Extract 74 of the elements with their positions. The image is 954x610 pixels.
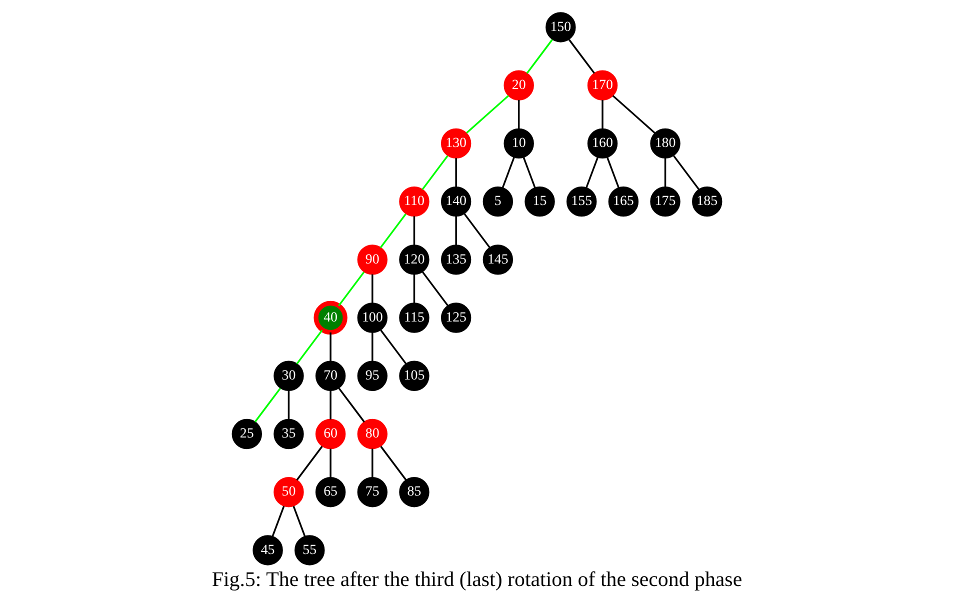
node-circle: 80	[357, 418, 388, 450]
node-circle: 140	[440, 186, 472, 217]
node-circle: 125	[440, 302, 472, 333]
node-circle: 20	[504, 70, 534, 100]
node-circle: 120	[399, 244, 430, 275]
connector	[422, 155, 448, 190]
connector	[292, 506, 306, 536]
connector	[330, 390, 332, 420]
connector	[502, 157, 515, 188]
connector	[296, 446, 323, 481]
node-circle: 185	[692, 186, 722, 217]
node-circle: 75	[357, 477, 388, 508]
node-circle: 100	[357, 302, 388, 333]
connector	[422, 272, 449, 306]
connector	[526, 39, 553, 74]
node-circle: 130	[440, 128, 472, 159]
connector	[380, 213, 406, 248]
caption: Fig.5: The tree after the third (last) rotation of the second phase	[212, 567, 742, 592]
connector	[568, 39, 596, 74]
node-circle: 145	[482, 244, 514, 275]
connector	[380, 330, 407, 364]
node-circle: 110	[399, 186, 430, 217]
node-circle: 70	[315, 360, 346, 391]
connector	[518, 100, 520, 129]
node-circle: 10	[504, 128, 534, 159]
connector	[288, 390, 290, 420]
connector	[466, 95, 510, 134]
connector	[330, 332, 332, 362]
node-circle: 165	[608, 186, 639, 217]
connector	[606, 157, 620, 188]
connector	[380, 446, 407, 481]
connector	[673, 155, 700, 190]
node-circle: 175	[650, 186, 680, 217]
node-circle: 25	[232, 418, 262, 450]
connector	[372, 274, 374, 304]
node-circle: 150	[546, 12, 576, 42]
node-circle: 180	[650, 128, 680, 159]
node-circle: 85	[399, 477, 430, 508]
node-circle: 45	[252, 535, 283, 566]
node-circle: 170	[587, 70, 618, 100]
connector	[330, 448, 332, 478]
connector	[254, 388, 281, 422]
connector	[413, 216, 416, 246]
node-circle: 50	[274, 477, 304, 508]
node-circle: 115	[399, 302, 430, 333]
connector	[272, 506, 285, 536]
connector	[372, 448, 374, 478]
connector	[455, 216, 457, 246]
node-circle: 60	[315, 418, 346, 450]
node-circle: 105	[399, 360, 430, 391]
connector	[586, 157, 598, 188]
node-circle: 65	[315, 477, 346, 508]
node-circle: 5	[482, 186, 514, 217]
node-circle: 15	[524, 186, 555, 217]
connector	[612, 95, 656, 134]
connector	[338, 272, 365, 306]
node-circle: 30	[274, 360, 304, 391]
node-circle: 90	[357, 244, 388, 275]
connector	[372, 332, 374, 362]
node-circle: 135	[440, 244, 472, 275]
node-circle: 95	[357, 360, 388, 391]
connector	[664, 158, 666, 188]
connector	[413, 274, 416, 304]
node-circle: 160	[587, 128, 618, 159]
connector	[338, 388, 365, 422]
connector	[602, 100, 604, 129]
connector	[455, 158, 457, 188]
node-circle: 55	[294, 535, 325, 566]
connector	[464, 213, 490, 248]
connector	[296, 330, 323, 364]
node-circle: 40	[314, 300, 348, 335]
node-circle: 35	[274, 418, 304, 450]
node-circle: 155	[566, 186, 597, 217]
connector	[522, 157, 536, 188]
